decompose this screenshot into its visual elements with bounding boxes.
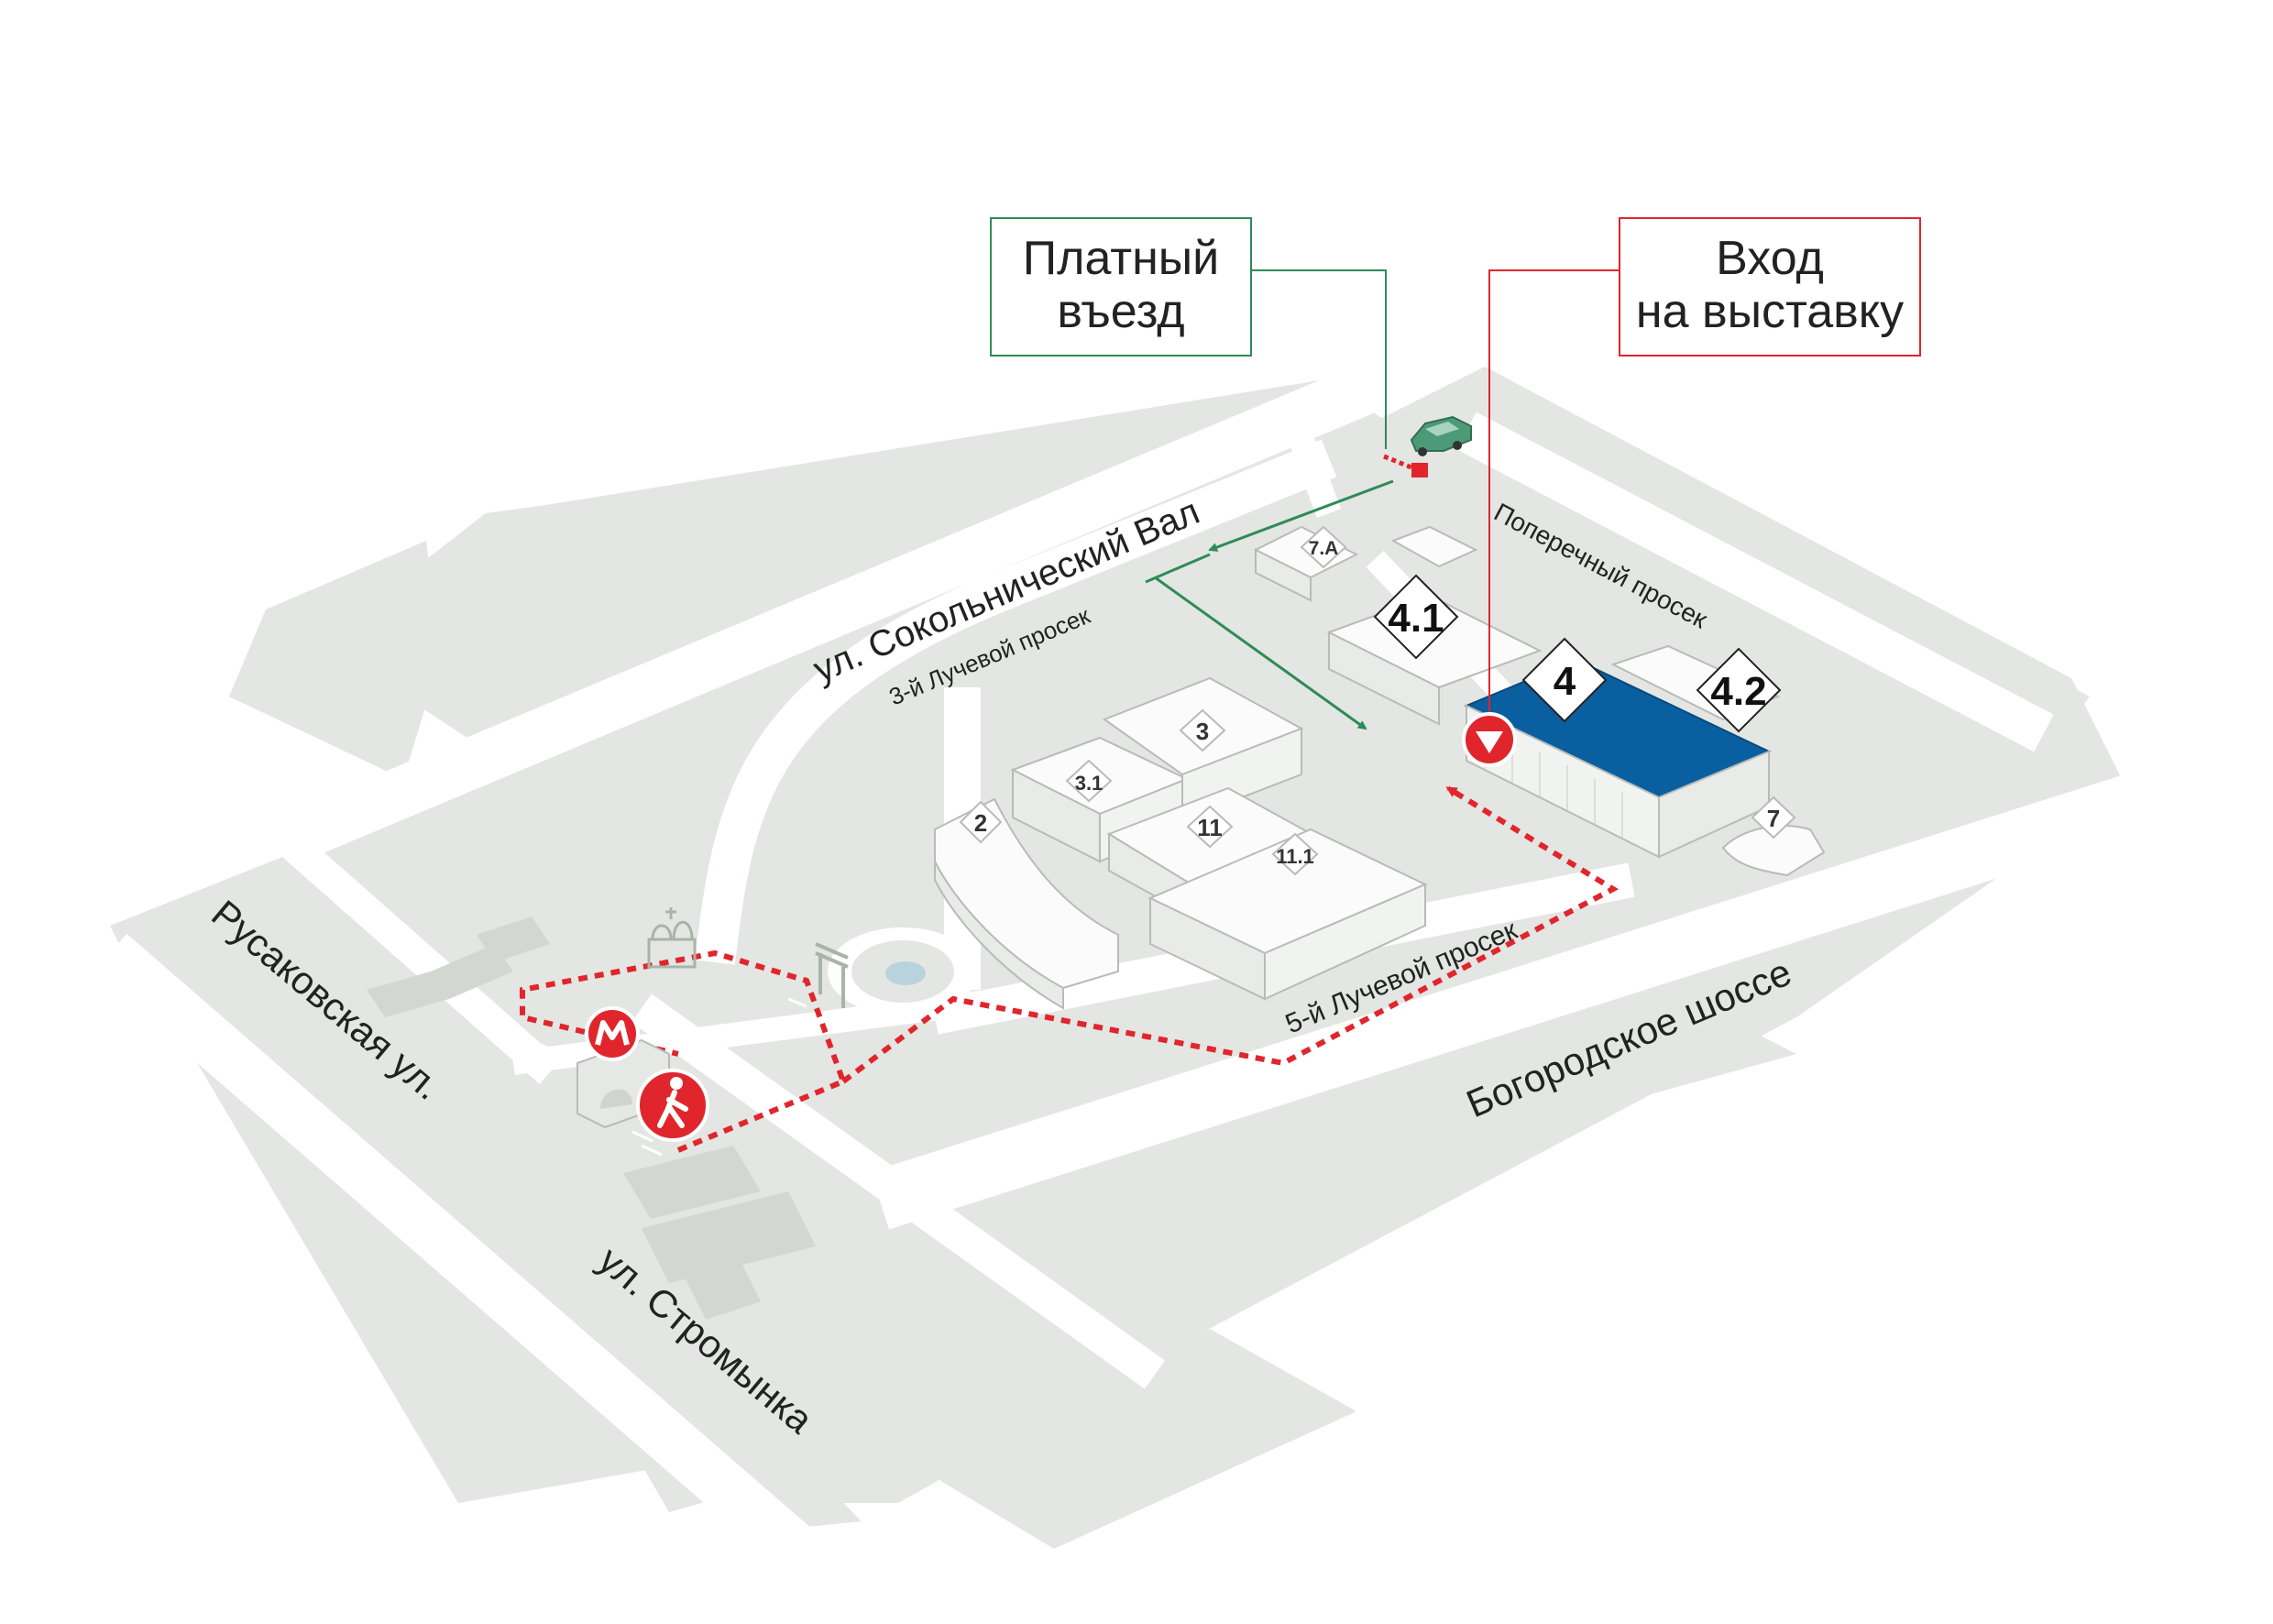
badge-7: 7 bbox=[1751, 796, 1796, 839]
fountain-circle bbox=[828, 927, 978, 1015]
badge-7a: 7.А bbox=[1300, 525, 1347, 569]
pavilion-label-4-2: 4.2 bbox=[1710, 669, 1766, 714]
pavilion-label-3-1: 3.1 bbox=[1075, 772, 1104, 795]
entrance-arrow-icon bbox=[1462, 712, 1517, 767]
pavilion-label-3: 3 bbox=[1196, 718, 1209, 745]
barrier-icon bbox=[1383, 454, 1428, 477]
metro-icon bbox=[585, 1006, 640, 1061]
exhibition-entrance-callout: Вход на выставку bbox=[1619, 217, 1921, 357]
road-poperechny bbox=[1456, 411, 2054, 752]
badge-11: 11 bbox=[1186, 805, 1234, 849]
church-icon bbox=[647, 907, 697, 969]
driving-route bbox=[1145, 479, 1394, 730]
road-bogorodskoe bbox=[871, 759, 2191, 1230]
badge-4: 4 bbox=[1521, 637, 1608, 723]
background-buildings bbox=[367, 916, 816, 1320]
pavilion-label-2: 2 bbox=[974, 809, 987, 837]
car-icon bbox=[1410, 415, 1472, 456]
pavilion-label-11: 11 bbox=[1197, 814, 1223, 841]
road-stromynka bbox=[93, 933, 824, 1578]
road-rusakovskaya bbox=[227, 785, 561, 1084]
pedestrian-icon bbox=[636, 1069, 709, 1142]
badge-2: 2 bbox=[959, 800, 1003, 844]
pavilion-badges: 2 3.1 3 11 11.1 7.А 4.1 4 bbox=[959, 525, 1796, 876]
paid-entry-line-1: Платный bbox=[1022, 232, 1220, 285]
badge-3-1: 3.1 bbox=[1065, 759, 1113, 803]
badge-11-1: 11.1 bbox=[1271, 832, 1319, 876]
badge-4-2: 4.2 bbox=[1696, 647, 1782, 733]
pavilion-label-7: 7 bbox=[1767, 805, 1780, 832]
pavilion-label-11-1: 11.1 bbox=[1276, 845, 1314, 868]
crosswalks bbox=[540, 997, 807, 1157]
paid-entry-line-2: въезд bbox=[1057, 285, 1185, 338]
road-sokolnichesky-val bbox=[292, 361, 1385, 858]
parking-leader-line bbox=[1252, 269, 1387, 449]
entrance-line-1: Вход bbox=[1716, 232, 1824, 285]
pavilion-7 bbox=[1721, 825, 1826, 877]
walking-route bbox=[520, 785, 1620, 1153]
entrance-line-2: на выставку bbox=[1635, 285, 1905, 338]
pavilion-label-4: 4 bbox=[1554, 659, 1576, 704]
pavilion-label-7a: 7.А bbox=[1309, 538, 1339, 559]
entrance-leader-line bbox=[1488, 269, 1619, 733]
pavilion-label-4-1: 4.1 bbox=[1388, 596, 1444, 641]
paid-entry-callout: Платный въезд bbox=[990, 217, 1252, 357]
badge-3: 3 bbox=[1179, 708, 1226, 752]
arch-icon bbox=[815, 942, 849, 1008]
badge-4-1: 4.1 bbox=[1373, 574, 1459, 660]
pavilion-11-1 bbox=[1147, 828, 1428, 1001]
pavilion-2 bbox=[934, 797, 1119, 1010]
road-luchevoy3 bbox=[695, 439, 1337, 965]
